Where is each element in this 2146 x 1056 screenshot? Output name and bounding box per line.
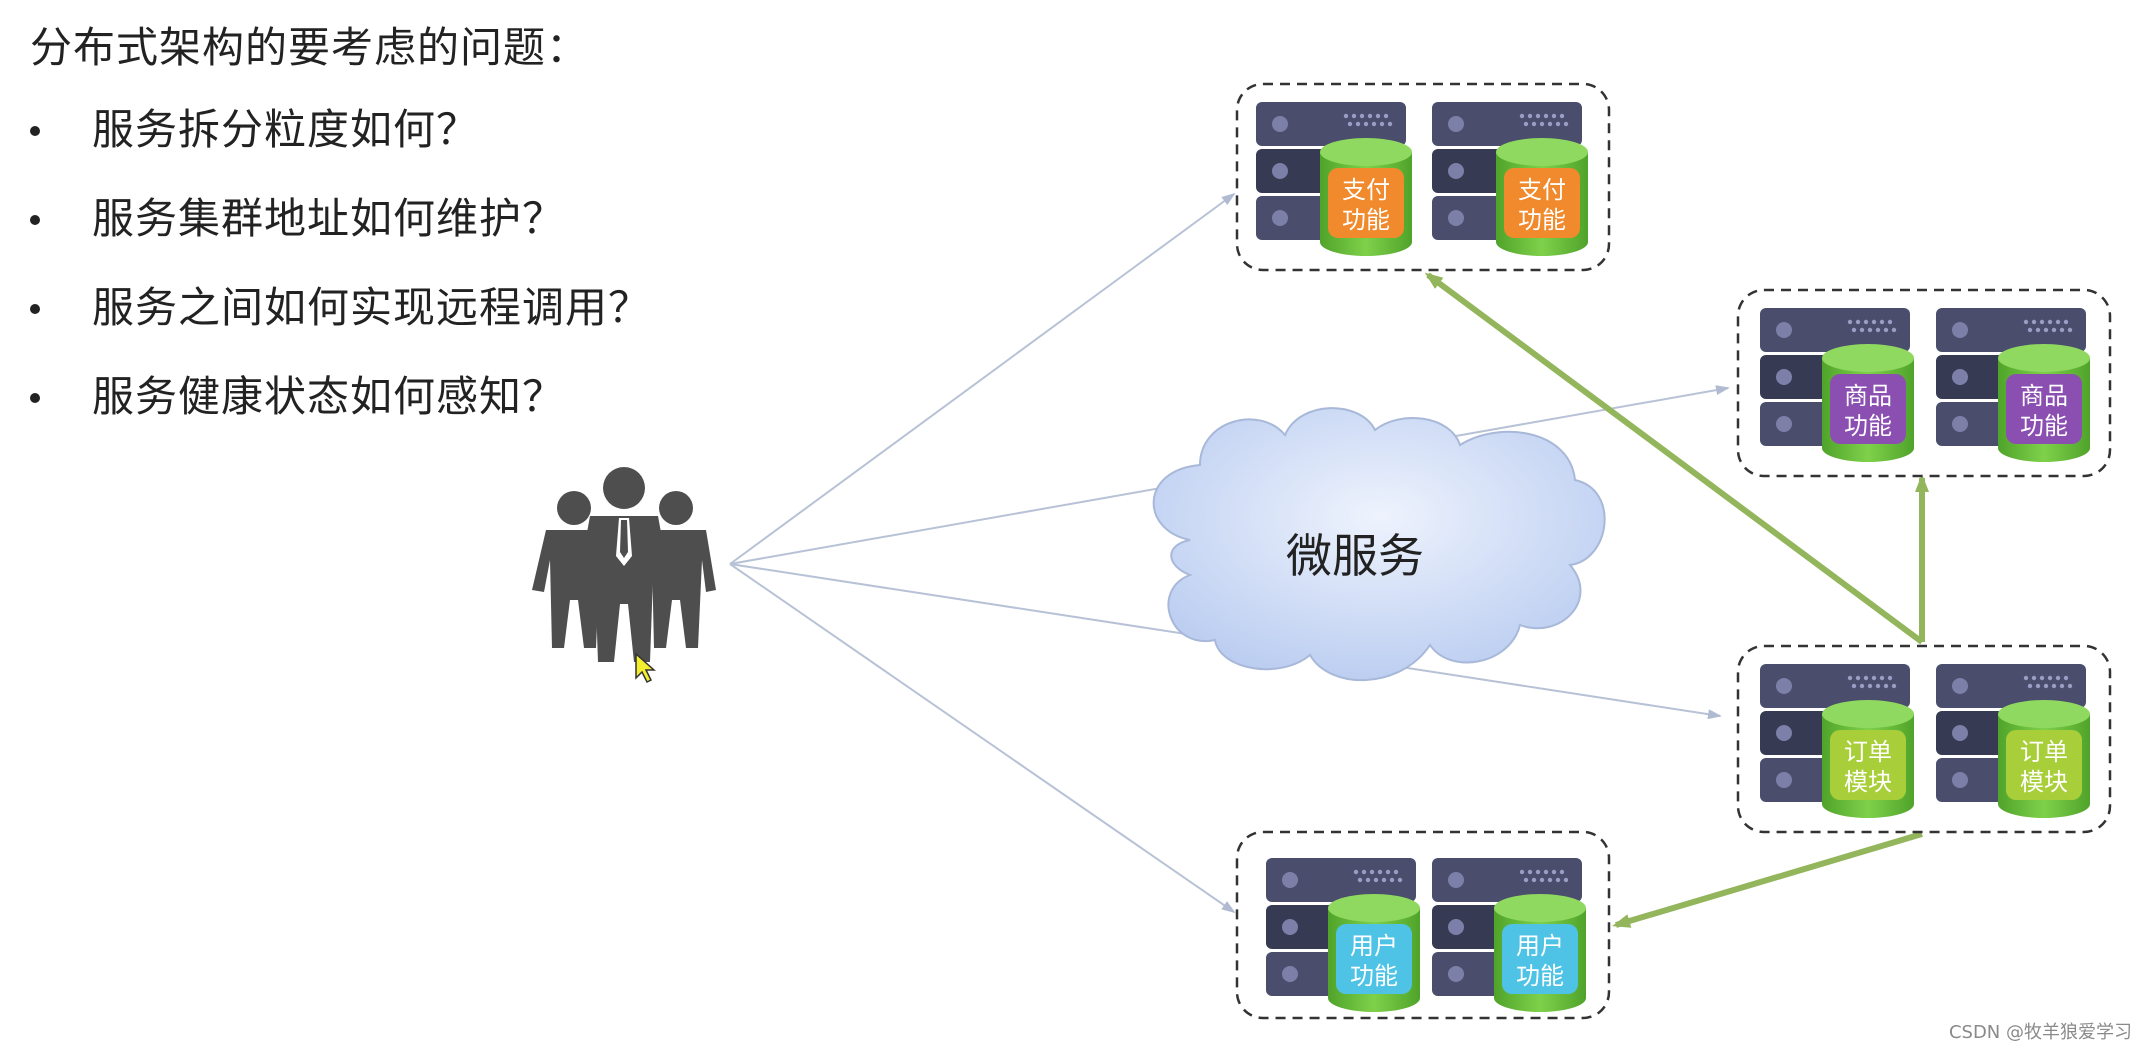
cluster-pay: 支付 功能 支付 功能 [1235,82,1611,272]
service-label-line2: 功能 [1518,206,1566,234]
service-label-line1: 商品 [1844,382,1892,410]
bullet-list: 服务拆分粒度如何？ 服务集群地址如何维护？ 服务之间如何实现远程调用？ 服务健康… [30,100,651,456]
bullet-dot [30,393,40,403]
bullet-text: 服务集群地址如何维护？ [92,194,566,243]
service-label-line1: 商品 [2020,382,2068,410]
bullet-dot [30,126,40,136]
users-group-icon [532,467,716,662]
arrow-to-pay [729,192,1236,565]
bullet-dot [30,215,40,225]
bullet-item: 服务健康状态如何感知？ [30,367,651,456]
service-label-line2: 功能 [2020,412,2068,440]
service-label-line1: 支付 [1342,176,1390,204]
mouse-cursor-icon [635,652,656,684]
cloud-icon: 微服务 [1152,407,1606,682]
cluster-goods: 商品 功能 商品 功能 [1736,288,2112,478]
cluster-user: 用户 功能 用户 功能 [1235,830,1611,1020]
bullet-item: 服务拆分粒度如何？ [30,100,651,189]
bullet-dot [30,304,40,314]
database-cylinder-icon: 订单 模块 [1822,700,1914,818]
database-cylinder-icon: 用户 功能 [1494,894,1586,1012]
service-label-line1: 用户 [1350,932,1398,960]
bullet-item: 服务之间如何实现远程调用？ [30,278,651,367]
cluster-order: 订单 模块 订单 模块 [1736,644,2112,834]
green-arrow-to-user [1612,831,1923,928]
service-label-line2: 模块 [2020,768,2068,796]
database-cylinder-icon: 用户 功能 [1328,894,1420,1012]
page-title: 分布式架构的要考虑的问题： [30,23,590,72]
service-label-line1: 用户 [1516,932,1564,960]
service-label-line1: 订单 [2020,738,2068,766]
database-cylinder-icon: 订单 模块 [1998,700,2090,818]
bullet-text: 服务拆分粒度如何？ [92,105,480,154]
bullet-item: 服务集群地址如何维护？ [30,189,651,278]
cloud-label: 微服务 [1286,529,1424,583]
database-cylinder-icon: 商品 功能 [1998,344,2090,462]
service-label-line1: 订单 [1844,738,1892,766]
service-label-line2: 功能 [1342,206,1390,234]
green-arrow-to-pay [1424,272,1924,645]
service-label-line2: 功能 [1350,962,1398,990]
service-label-line2: 功能 [1516,962,1564,990]
service-label-line1: 支付 [1518,176,1566,204]
watermark: CSDN @牧羊狼爱学习 [1948,1022,2132,1043]
database-cylinder-icon: 支付 功能 [1496,138,1588,256]
database-cylinder-icon: 支付 功能 [1320,138,1412,256]
bullet-text: 服务之间如何实现远程调用？ [92,283,652,332]
service-label-line2: 模块 [1844,768,1892,796]
arrow-to-user [729,563,1236,914]
database-cylinder-icon: 商品 功能 [1822,344,1914,462]
bullet-text: 服务健康状态如何感知？ [92,372,566,421]
service-label-line2: 功能 [1844,412,1892,440]
